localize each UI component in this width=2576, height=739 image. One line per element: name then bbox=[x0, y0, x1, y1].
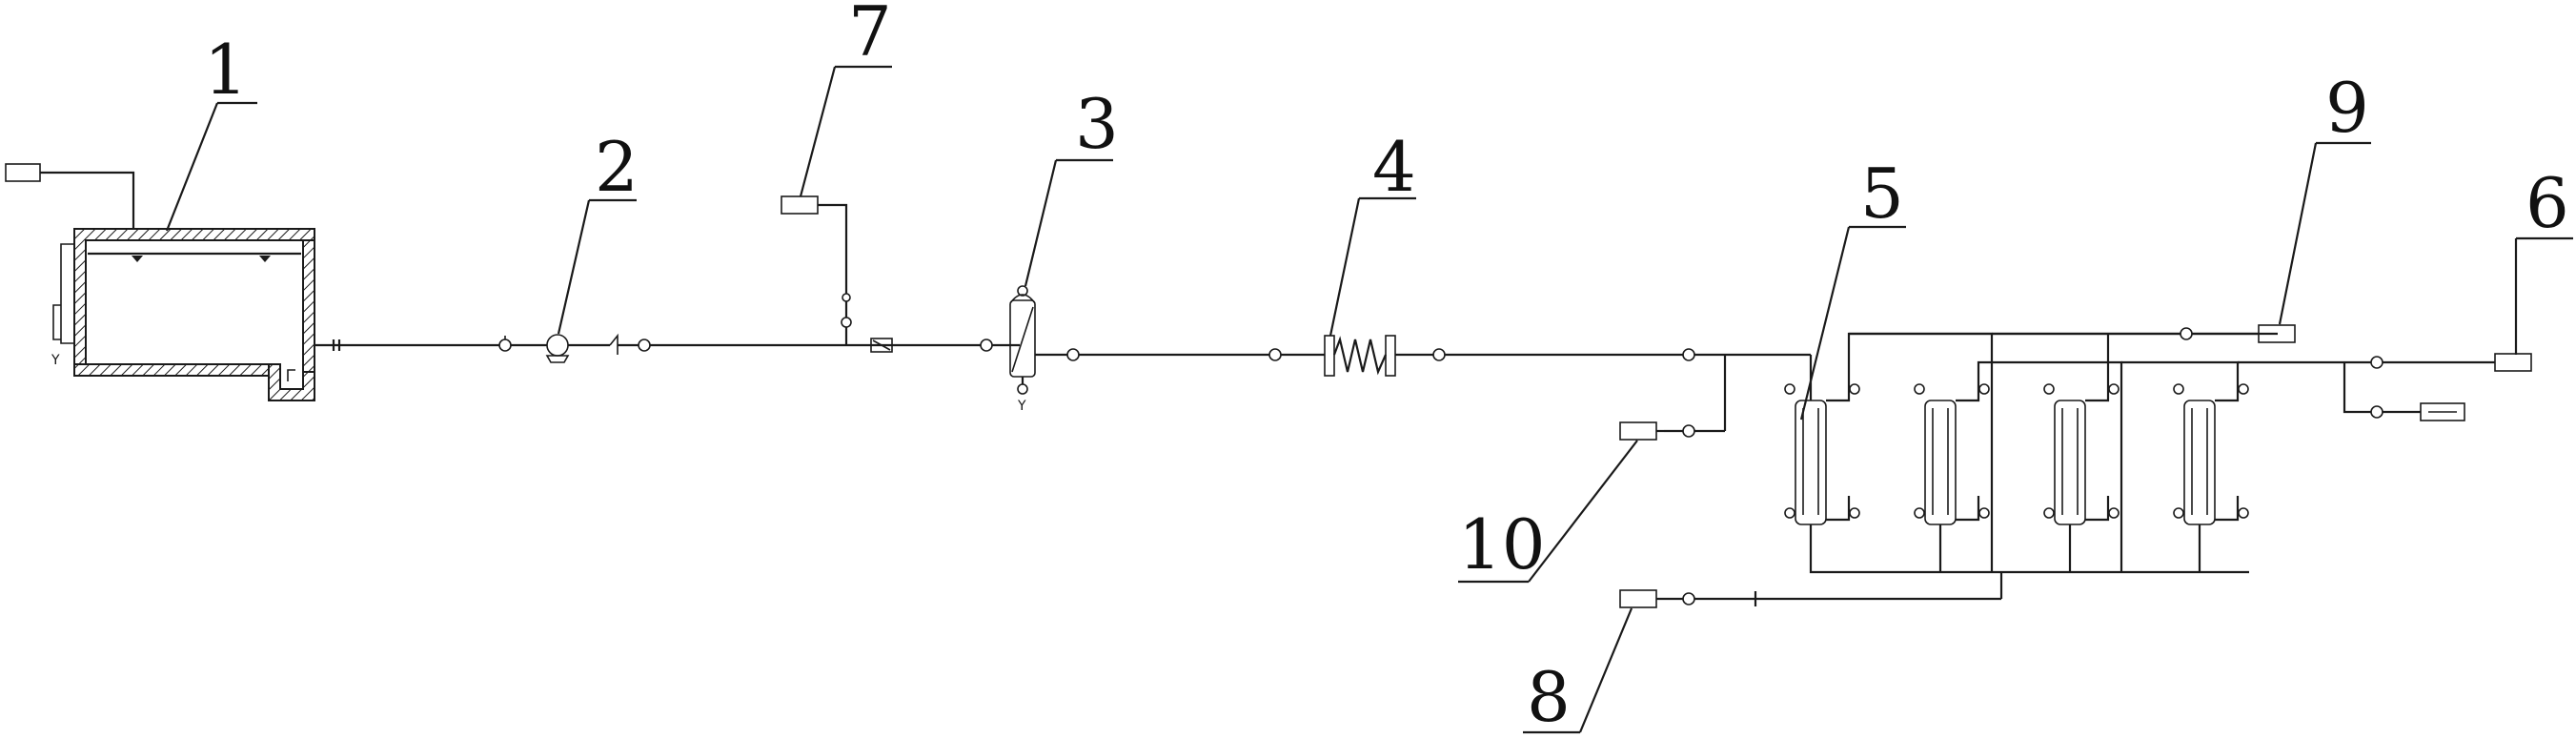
callout-label-4: 4 bbox=[1372, 127, 1416, 207]
gauge-icon bbox=[2420, 402, 2465, 421]
storage-tank: Y bbox=[5, 163, 315, 401]
valve-icon bbox=[1268, 348, 1282, 361]
cartridge-filter: Y bbox=[1009, 285, 1036, 414]
flowmeter-icon bbox=[870, 338, 893, 353]
membrane-module bbox=[2183, 400, 2216, 525]
callout-3: 3 bbox=[1024, 84, 1119, 287]
callout-1: 1 bbox=[165, 30, 257, 232]
callout-9: 9 bbox=[2278, 68, 2371, 325]
heater-coil bbox=[1324, 335, 1396, 377]
valve-icon bbox=[498, 336, 512, 352]
valve-icon bbox=[1682, 348, 1695, 361]
callout-label-7: 7 bbox=[848, 0, 892, 72]
callout-6: 6 bbox=[2514, 163, 2573, 355]
callout-2: 2 bbox=[557, 127, 639, 335]
callout-7: 7 bbox=[799, 0, 892, 197]
membrane-module bbox=[1924, 400, 1957, 525]
callout-label-8: 8 bbox=[1527, 657, 1571, 737]
callout-4: 4 bbox=[1329, 127, 1416, 337]
filter-drain-label: Y bbox=[1017, 399, 1026, 414]
callout-8: 8 bbox=[1523, 607, 1633, 737]
level-marker-icon bbox=[259, 256, 271, 262]
callout-5: 5 bbox=[1799, 154, 1906, 421]
membrane-module bbox=[1795, 400, 1827, 525]
valve-icon bbox=[638, 339, 651, 352]
dosing-inlet bbox=[781, 195, 852, 345]
level-marker-icon bbox=[132, 256, 143, 262]
branch-inlet-10 bbox=[1619, 355, 1727, 441]
product-outlet-6 bbox=[2238, 353, 2532, 421]
callout-label-9: 9 bbox=[2325, 68, 2369, 148]
valve-icon bbox=[980, 339, 993, 352]
callout-label-1: 1 bbox=[204, 30, 248, 110]
callout-label-2: 2 bbox=[595, 127, 639, 207]
valve-icon bbox=[1066, 348, 1080, 361]
permeate-outlet-9 bbox=[1992, 324, 2296, 343]
drain-outlet-8 bbox=[1619, 572, 2003, 608]
callout-label-3: 3 bbox=[1075, 84, 1119, 164]
callout-label-5: 5 bbox=[1860, 154, 1904, 234]
membrane-array bbox=[1784, 332, 2278, 574]
valve-icon bbox=[1432, 348, 1446, 361]
callout-label-10: 10 bbox=[1458, 504, 1546, 585]
inlet-connector-tank bbox=[5, 163, 41, 182]
pump bbox=[545, 333, 619, 363]
callout-label-6: 6 bbox=[2525, 163, 2569, 243]
callout-10: 10 bbox=[1458, 440, 1638, 585]
tank-drain-label: Y bbox=[51, 353, 60, 368]
membrane-module bbox=[2054, 400, 2086, 525]
